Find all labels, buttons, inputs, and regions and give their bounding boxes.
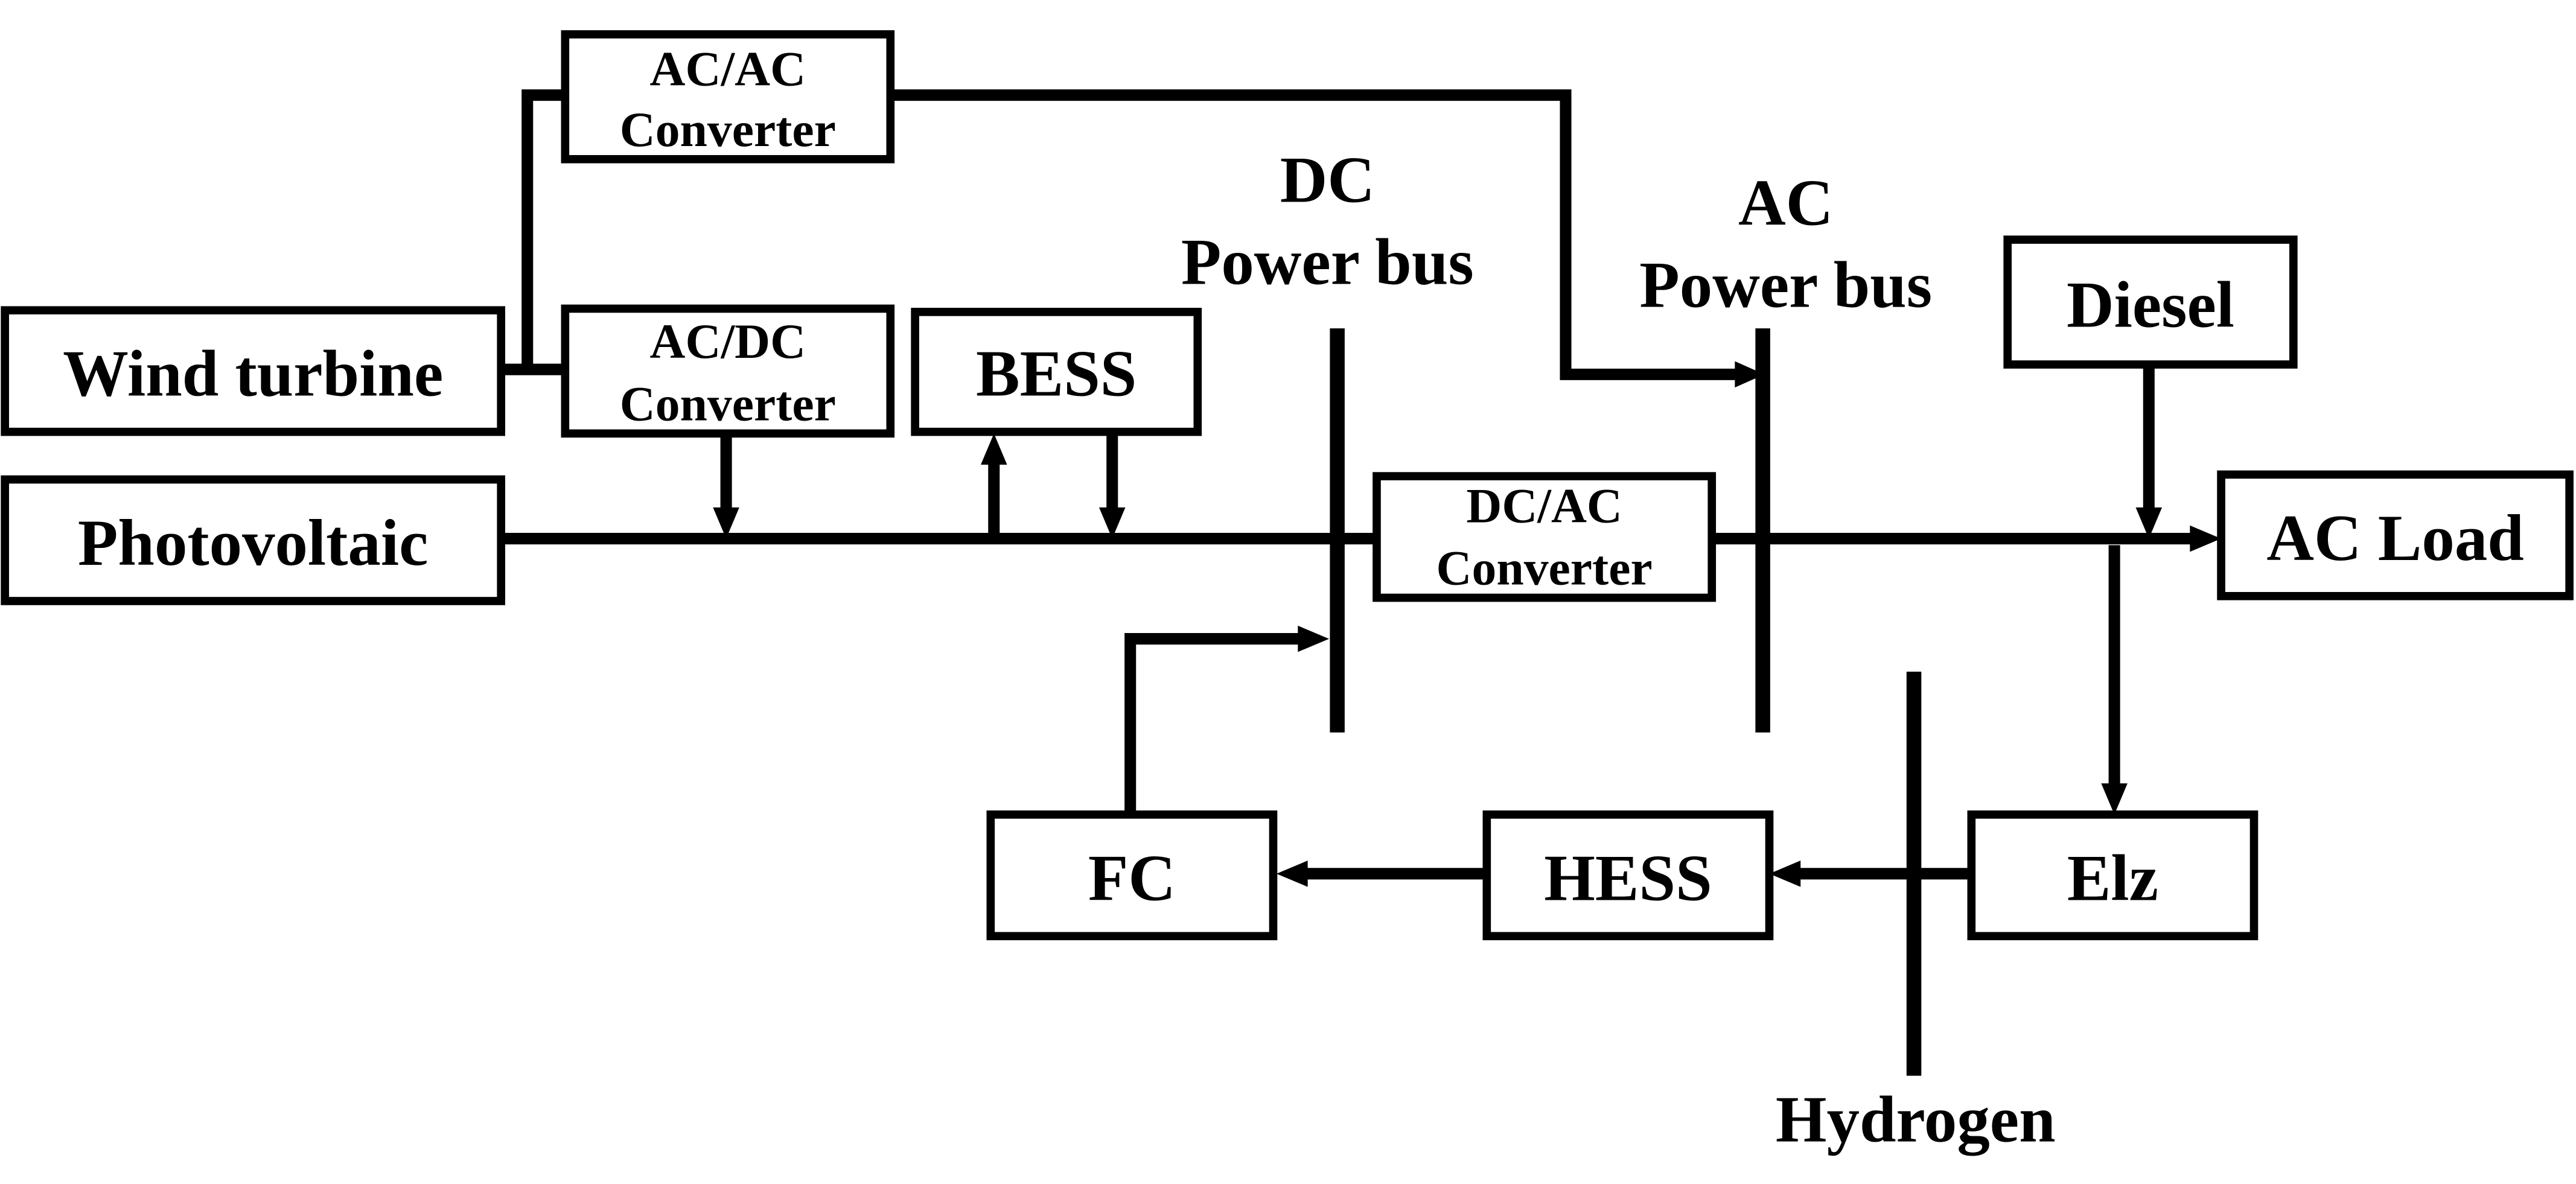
bess-label: BESS xyxy=(976,337,1137,410)
arrowhead-into-fc xyxy=(1276,861,1308,887)
arrowhead-into-bess xyxy=(980,433,1007,465)
wire-acac-to-ac-bus xyxy=(892,89,1742,380)
diesel-block: Diesel xyxy=(2003,235,2298,369)
arrowhead-bess-to-main xyxy=(1098,507,1126,539)
wire-wind-to-converters xyxy=(502,89,566,375)
photovoltaic-label: Photovoltaic xyxy=(78,506,428,579)
bus-labels: DC Power bus AC Power bus Hydrogen xyxy=(1181,144,2056,1156)
ac-bus-label-line2: Power bus xyxy=(1639,249,1932,322)
arrowhead-acdc-to-main xyxy=(713,507,739,539)
wind-turbine-label: Wind turbine xyxy=(63,337,443,410)
hess-block: HESS xyxy=(1482,810,1774,941)
dcac-converter-label-line1: DC/AC xyxy=(1466,478,1622,533)
diesel-label: Diesel xyxy=(2067,268,2234,341)
fc-block: FC xyxy=(986,810,1278,941)
bess-block: BESS xyxy=(911,308,1202,436)
arrowhead-into-hess xyxy=(1769,861,1801,887)
acac-converter-label-line1: AC/AC xyxy=(650,41,806,96)
dc-bus-label-line2: Power bus xyxy=(1181,226,1474,299)
connection-wires xyxy=(502,89,2195,880)
wire-fc-to-dc-bus xyxy=(1124,633,1301,815)
dc-bus-label-line1: DC xyxy=(1280,144,1375,217)
ac-load-block: AC Load xyxy=(2217,470,2574,600)
hydrogen-bus-label: Hydrogen xyxy=(1776,1083,2056,1156)
arrowhead-into-dc-bus xyxy=(1298,625,1330,652)
wind-turbine-block: Wind turbine xyxy=(1,306,505,436)
fc-label: FC xyxy=(1088,841,1176,914)
hess-label: HESS xyxy=(1544,841,1712,914)
acdc-converter-block: AC/DC Converter xyxy=(561,304,895,438)
acac-converter-label-line2: Converter xyxy=(620,102,836,157)
arrowhead-into-elz xyxy=(2101,783,2128,815)
arrowhead-into-ac-bus xyxy=(1735,361,1765,388)
elz-label: Elz xyxy=(2067,841,2158,914)
ac-load-label: AC Load xyxy=(2266,501,2523,574)
ac-bus-label-line1: AC xyxy=(1738,167,1833,240)
bus-bars xyxy=(1330,328,1922,1076)
dcac-converter-label-line2: Converter xyxy=(1436,541,1653,596)
arrowhead-diesel-to-line xyxy=(2135,507,2163,539)
photovoltaic-block: Photovoltaic xyxy=(1,475,505,605)
acdc-converter-label-line1: AC/DC xyxy=(650,314,806,369)
arrowheads xyxy=(713,361,2222,887)
arrowhead-into-ac-load xyxy=(2190,525,2222,552)
acac-converter-block: AC/AC Converter xyxy=(561,30,895,164)
acdc-converter-label-line2: Converter xyxy=(620,377,836,431)
elz-block: Elz xyxy=(1967,810,2259,941)
dcac-converter-block: DC/AC Converter xyxy=(1372,472,1717,602)
